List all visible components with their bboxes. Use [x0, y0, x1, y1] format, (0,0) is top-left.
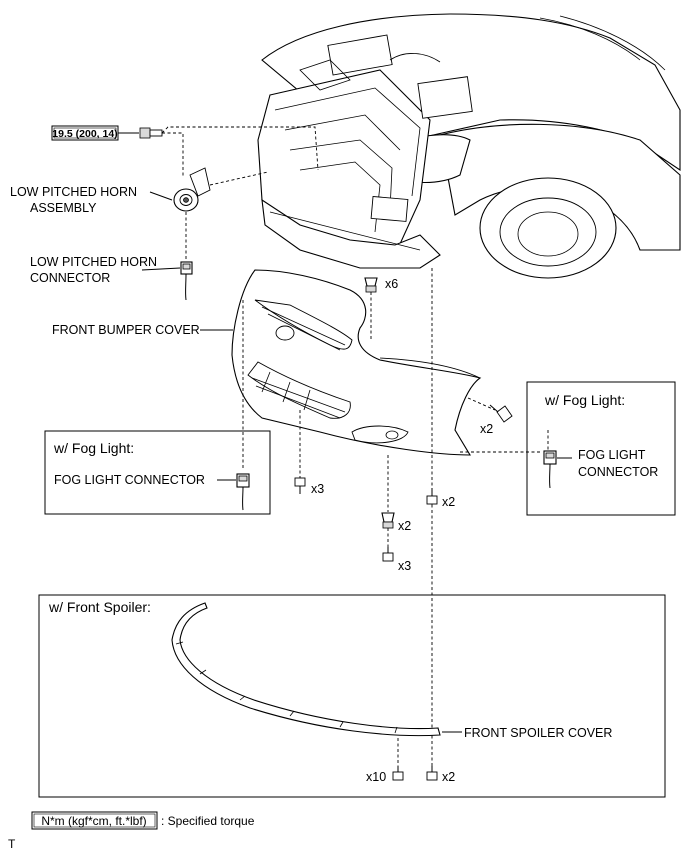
count-x3-bottom: x3 [398, 559, 411, 573]
count-x2-right: x2 [442, 495, 455, 509]
front-bumper-cover [231, 269, 482, 456]
spoiler-screw-x2 [426, 766, 438, 781]
low-pitched-horn-assembly [173, 167, 211, 212]
fog-light-connector-right-label-1: FOG LIGHT [578, 448, 646, 462]
fog-light-box-right: w/ Fog Light: FOG LIGHT CONNECTOR [526, 381, 676, 516]
count-x6: x6 [385, 277, 398, 291]
torque-legend: N*m (kgf*cm, ft.*lbf) : Specified torque [31, 811, 255, 830]
screw-x3-bottom [382, 547, 394, 562]
fog-light-box-left: w/ Fog Light: FOG LIGHT CONNECTOR [44, 430, 271, 515]
spoiler-screw-x10 [392, 766, 404, 781]
spoiler-title: w/ Front Spoiler: [48, 599, 151, 615]
legend-text: : Specified torque [161, 814, 255, 828]
legend-unit: N*m (kgf*cm, ft.*lbf) [41, 814, 146, 828]
count-x2-clip: x2 [398, 519, 411, 533]
screw-x3-left [294, 477, 306, 494]
low-horn-assembly-label-1: LOW PITCHED HORN [10, 185, 137, 199]
corner-mark: T [8, 837, 16, 851]
screw-x2-right [426, 488, 438, 505]
fog-light-connector-right-label-2: CONNECTOR [578, 465, 658, 479]
horn-bolt [139, 127, 163, 139]
low-horn-connector-label-2: CONNECTOR [30, 271, 110, 285]
vehicle-front-body [257, 13, 681, 279]
front-spoiler-cover [171, 602, 441, 737]
fog-connector-left [236, 473, 250, 511]
fog-right-title: w/ Fog Light: [544, 392, 625, 408]
front-spoiler-box: w/ Front Spoiler: FRONT SPOILER COVER x1… [38, 594, 666, 798]
torque-spec-label: 19.5 (200, 14) [51, 125, 119, 141]
count-x2-spoiler: x2 [442, 770, 455, 784]
count-x10: x10 [366, 770, 386, 784]
low-horn-connector-label-1: LOW PITCHED HORN [30, 255, 157, 269]
fog-left-title: w/ Fog Light: [53, 440, 134, 456]
clip-x6 [364, 277, 378, 293]
torque-spec-text: 19.5 (200, 14) [52, 128, 117, 140]
low-horn-assembly-label-2: ASSEMBLY [30, 201, 97, 215]
side-screw-x2 [489, 404, 513, 423]
low-horn-connector [180, 261, 193, 301]
front-spoiler-cover-label: FRONT SPOILER COVER [464, 726, 612, 740]
fog-light-connector-left-label: FOG LIGHT CONNECTOR [54, 473, 205, 487]
count-x3-left: x3 [311, 482, 324, 496]
clip-x2 [381, 512, 395, 529]
front-bumper-cover-label: FRONT BUMPER COVER [52, 323, 200, 337]
fog-connector-right [543, 450, 557, 489]
count-x2-side: x2 [480, 422, 493, 436]
